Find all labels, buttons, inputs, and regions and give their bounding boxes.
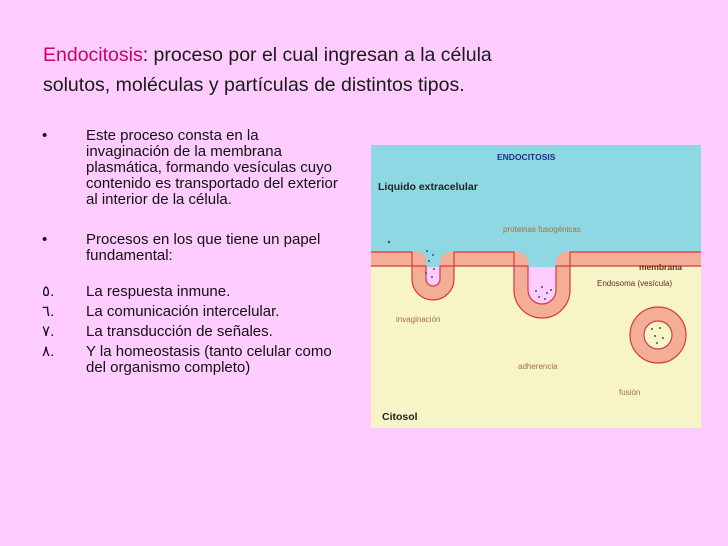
- bullet-text: Procesos en los que tiene un papel funda…: [86, 231, 321, 264]
- number-marker: ٥.: [42, 283, 55, 300]
- numbered-text: Y la homeostasis (tanto celular como del…: [86, 343, 332, 376]
- bullet-marker: •: [42, 127, 48, 144]
- endocytosis-diagram: ENDOCITOSIS Liquido extracelular protein…: [371, 145, 701, 433]
- number-marker: ٧.: [42, 323, 55, 340]
- diagram-title: ENDOCITOSIS: [497, 152, 556, 162]
- label-proteins: proteinas fusogénicas: [503, 225, 581, 234]
- bullet-text: Este proceso consta en la invaginación d…: [86, 127, 338, 208]
- numbered-item: ٦. La comunicación intercelular.: [42, 304, 342, 320]
- label-adherence: adherencia: [518, 362, 558, 371]
- number-marker: ٨.: [42, 343, 55, 360]
- title-line2: solutos, moléculas y partículas de disti…: [43, 74, 465, 96]
- label-invagination: invaginación: [396, 315, 440, 324]
- numbered-item: ٨. Y la homeostasis (tanto celular como …: [42, 344, 342, 376]
- numbered-text: La transducción de señales.: [86, 323, 273, 340]
- bullet-marker: •: [42, 231, 48, 248]
- membrane-outer-edge: [371, 251, 701, 319]
- endosome-outer-edge: [629, 306, 687, 364]
- membrane-inner-edge: [371, 265, 701, 305]
- bullet-item: • Procesos en los que tiene un papel fun…: [42, 232, 342, 264]
- title-term: Endocitosis: [43, 44, 143, 66]
- numbered-text: La comunicación intercelular.: [86, 303, 280, 320]
- label-membrane: membrana: [639, 262, 682, 272]
- endosome-vesicle: [630, 307, 686, 363]
- number-marker: ٦.: [42, 303, 55, 320]
- bullet-list: • Este proceso consta en la invaginación…: [42, 128, 342, 376]
- diagram-svg: ENDOCITOSIS Liquido extracelular protein…: [371, 145, 701, 428]
- numbered-item: ٥. La respuesta inmune.: [42, 284, 342, 300]
- bullet-item: • Este proceso consta en la invaginación…: [42, 128, 342, 208]
- label-extracellular: Liquido extracelular: [378, 181, 478, 193]
- particles: [387, 240, 664, 344]
- label-cytosol: Citosol: [382, 411, 418, 423]
- numbered-text: La respuesta inmune.: [86, 283, 231, 300]
- membrane-band: [371, 251, 701, 319]
- title-rest: : proceso por el cual ingresan a la célu…: [142, 44, 492, 66]
- slide-title: Endocitosis: proceso por el cual ingresa…: [43, 40, 683, 100]
- endosome-inner-edge: [643, 320, 673, 350]
- numbered-item: ٧. La transducción de señales.: [42, 324, 342, 340]
- label-endosome: Endosoma (vesícula): [597, 279, 672, 288]
- label-fusion: fusión: [619, 388, 640, 397]
